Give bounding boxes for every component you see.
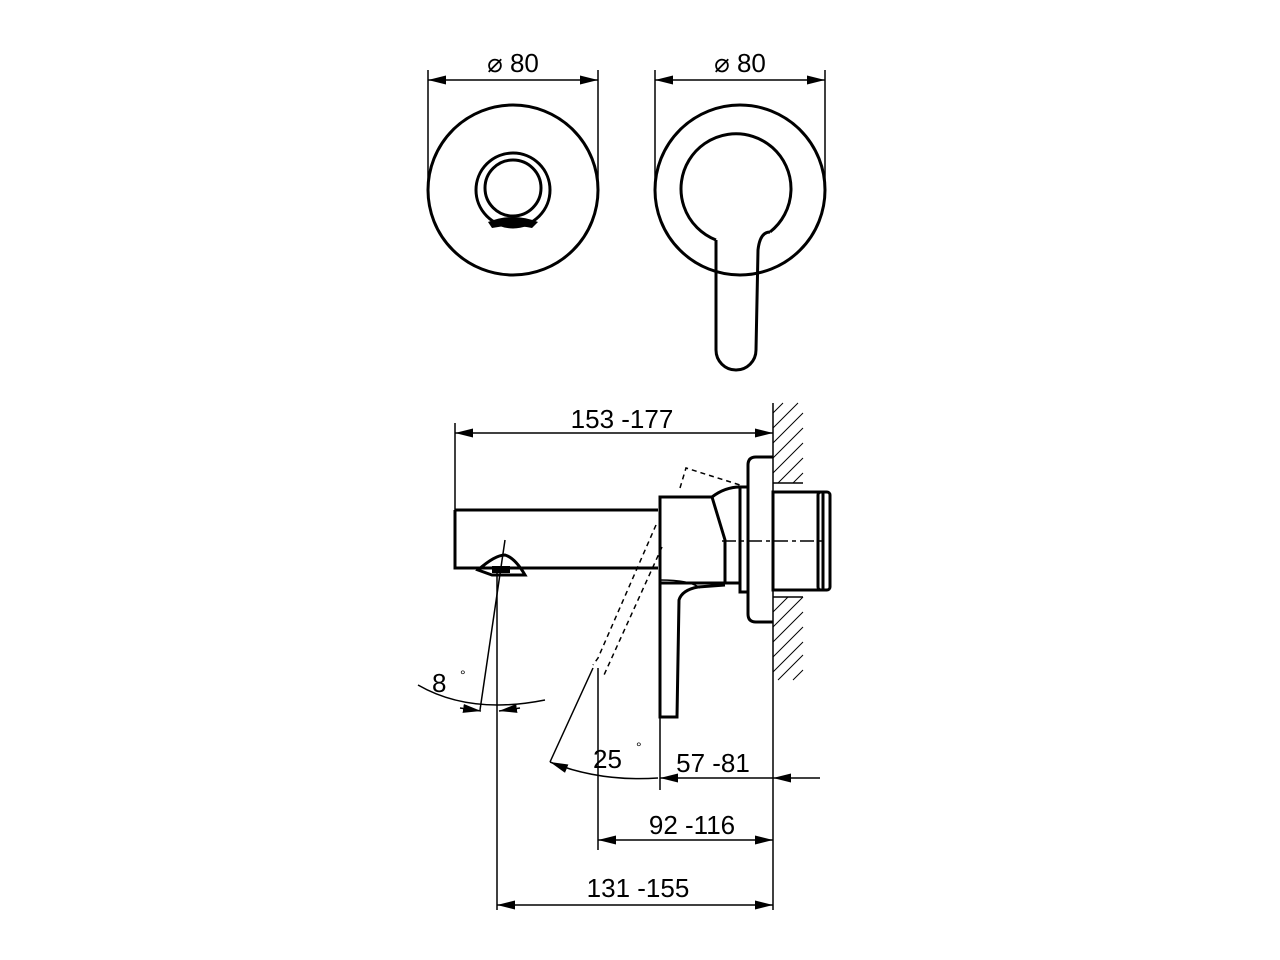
cover-plate	[426, 103, 600, 277]
spout-ring-inner	[483, 158, 543, 218]
spout-length-label: 153 -177	[571, 404, 674, 434]
front-view-spout: ⌀ 80	[426, 48, 600, 277]
degree-symbol: °	[636, 739, 642, 755]
lever-side	[658, 583, 726, 719]
degree-symbol: °	[460, 667, 466, 683]
lever-offset-label: 57 -81	[676, 748, 750, 778]
diameter-label: ⌀ 80	[714, 48, 766, 78]
wall-flange	[746, 455, 773, 624]
lever-hub	[679, 132, 793, 242]
lever-angle-arc	[549, 761, 659, 780]
diameter-label: ⌀ 80	[487, 48, 539, 78]
spout-angle-arc	[417, 684, 546, 706]
flange-plate	[738, 485, 750, 594]
lever-angle-label: 25	[593, 744, 622, 774]
lever-rotated-outline	[592, 467, 741, 677]
spout-angle-label: 8	[432, 668, 446, 698]
side-view: 153 -177 8 ° 25 ° 57 -81 92 -116 131 -15…	[417, 402, 832, 910]
spout	[453, 508, 658, 570]
mixer-body	[658, 495, 727, 585]
front-view-lever: ⌀ 80	[653, 48, 827, 372]
outlet-offset-label: 131 -155	[587, 873, 690, 903]
cartridge-pipe	[771, 490, 825, 592]
spout-ring-outer	[474, 151, 552, 229]
cover-plate	[653, 103, 827, 277]
lever-handle	[714, 230, 771, 372]
aerator	[475, 553, 528, 577]
aerator-outlet	[488, 217, 538, 228]
wall-hatching	[772, 402, 804, 681]
lever-tip-offset-label: 92 -116	[649, 810, 735, 840]
